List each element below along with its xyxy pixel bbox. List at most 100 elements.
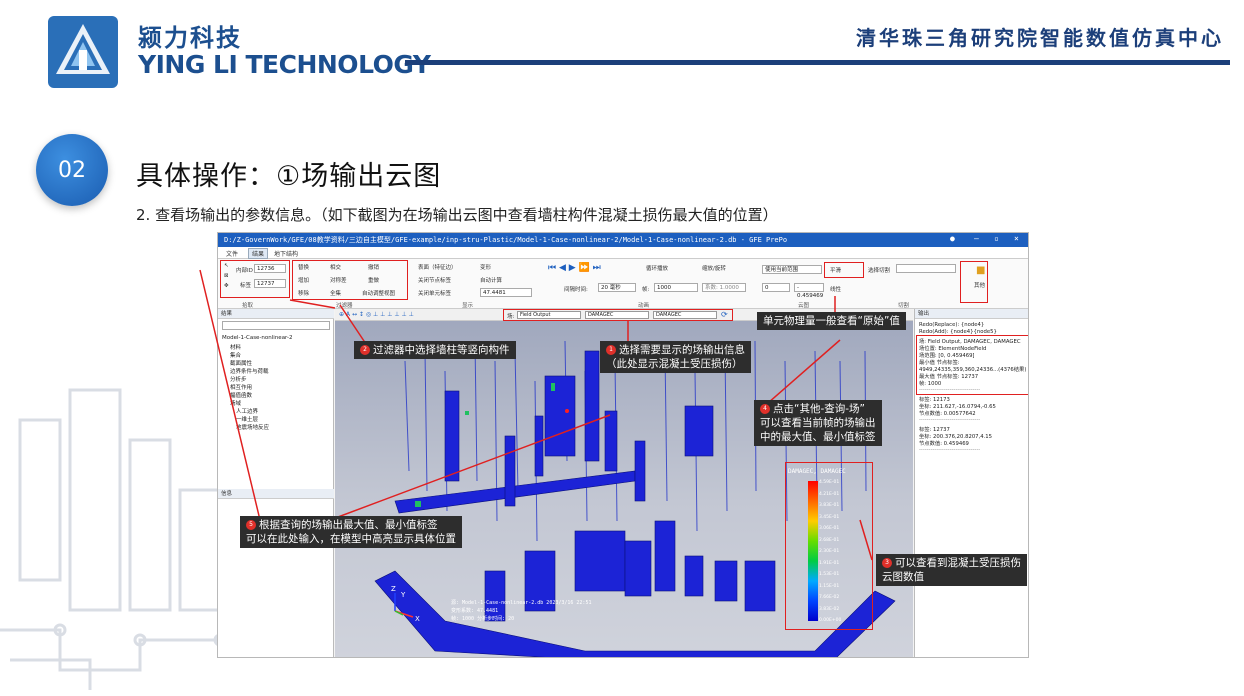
- close-node-label-button[interactable]: 关闭节点标签: [418, 278, 452, 284]
- menu-bar: 文件 结果 地下结构: [218, 247, 1028, 259]
- structure-model: ZYX: [374, 340, 896, 657]
- callout-number: 1: [606, 345, 616, 355]
- interval-label: 间隔时间:: [564, 287, 588, 293]
- legend-tick: 2.68E-01: [819, 538, 840, 543]
- legend-tick: 3.45E-01: [819, 515, 840, 520]
- interval-input[interactable]: 20 毫秒: [598, 283, 636, 292]
- smooth-button[interactable]: 平滑: [830, 268, 842, 274]
- pick-icon[interactable]: ⊠: [224, 273, 229, 279]
- tree-item-interaction[interactable]: 相互作用: [230, 385, 253, 391]
- close-icon[interactable]: ×: [1014, 234, 1019, 243]
- output-line: Redo(Replace): {node4}: [919, 322, 985, 328]
- axis-triad-icon: ZYX: [391, 585, 420, 623]
- callout-number: 3: [882, 558, 892, 568]
- pointer-icon[interactable]: ↖: [224, 263, 229, 269]
- field-output-select[interactable]: Field Output: [517, 311, 581, 319]
- tree-item-soil-layer[interactable]: 一维土层: [236, 417, 259, 423]
- component-select[interactable]: DAMAGEC: [653, 311, 717, 319]
- deform-button[interactable]: 变形: [480, 265, 492, 271]
- help-icon[interactable]: ●: [950, 234, 955, 243]
- tree-item-sets[interactable]: 集合: [230, 353, 242, 359]
- menu-underground[interactable]: 地下结构: [274, 251, 299, 258]
- cut-select[interactable]: [896, 264, 956, 273]
- menu-results[interactable]: 结果: [248, 248, 269, 259]
- tree-item-material[interactable]: 材料: [230, 345, 242, 351]
- range-max-input[interactable]: - 0.459469: [794, 283, 824, 299]
- triangle-logo-icon: [56, 24, 110, 74]
- filter-intersect-button[interactable]: 相交: [330, 265, 342, 271]
- callout-text: 点击“其他-查询-场” 可以查看当前帧的场输出 中的最大值、最小值标签: [760, 403, 876, 443]
- legend-tick: 3.83E-02: [819, 607, 840, 612]
- svg-text:Z: Z: [391, 585, 396, 593]
- frame-input[interactable]: 1000: [654, 283, 698, 292]
- other-button[interactable]: 其他: [974, 283, 986, 289]
- label-id-label: 标签: [240, 283, 252, 289]
- legend-tick: 3.83E-01: [819, 503, 840, 508]
- tree-item-site-response[interactable]: 地震场地反应: [236, 425, 270, 431]
- label-id-input[interactable]: 12737: [254, 279, 286, 288]
- menu-file[interactable]: 文件: [226, 251, 239, 258]
- range-select[interactable]: 使用当前范围: [762, 265, 822, 274]
- loop-play-button[interactable]: 循环播放: [646, 266, 669, 272]
- variable-select[interactable]: DAMAGEC: [585, 311, 649, 319]
- pan-icon[interactable]: ✥: [224, 283, 229, 289]
- pick-highlight-box: [220, 260, 290, 298]
- svg-text:Y: Y: [400, 591, 406, 599]
- smooth-highlight-box: [824, 262, 864, 278]
- filter-replace-button[interactable]: 替换: [298, 265, 310, 271]
- maximize-icon[interactable]: ▫: [994, 234, 999, 243]
- results-panel-title: 结果: [218, 309, 334, 319]
- output-divider: --------------------------------: [919, 447, 981, 453]
- deform-scale-input[interactable]: 47.4481: [480, 288, 532, 297]
- minimize-icon[interactable]: –: [974, 234, 979, 243]
- factor-input[interactable]: 系数: 1.0000: [702, 283, 746, 292]
- output-line: 最大值 节点标签: 12737: [919, 374, 979, 380]
- surface-edge-button[interactable]: 表面（特征边）: [418, 265, 457, 271]
- tree-item-field[interactable]: 场域: [230, 401, 242, 407]
- tree-item-artificial-boundary[interactable]: 人工边界: [236, 409, 259, 415]
- output-line: 标签: 12173: [919, 397, 950, 403]
- refresh-icon[interactable]: ⟳: [721, 310, 728, 319]
- zoom-rotate-checkbox[interactable]: 缩放/旋转: [702, 266, 726, 272]
- filter-group-label: 过滤器: [336, 303, 353, 309]
- tree-root[interactable]: Model-1-Case-nonlinear-2: [222, 335, 293, 341]
- viewport-info-deform: 变形系数: 47.4481: [451, 608, 499, 614]
- output-line: 标签: 12737: [919, 427, 950, 433]
- auto-fit-view-checkbox[interactable]: 自动调整视图: [362, 291, 396, 297]
- legend-tick: 2.30E-01: [819, 549, 840, 554]
- legend-tick: 3.06E-01: [819, 526, 840, 531]
- linear-button[interactable]: 线性: [830, 287, 842, 293]
- filter-redo-button[interactable]: 重做: [368, 278, 380, 284]
- display-group-label: 显示: [462, 303, 474, 309]
- filter-undo-button[interactable]: 撤销: [368, 265, 380, 271]
- filter-symdiff-button[interactable]: 对称差: [330, 278, 347, 284]
- filter-all-button[interactable]: 全集: [330, 291, 342, 297]
- animation-controls-icon[interactable]: ⏮ ◀ ▶ ⏩ ⏭: [548, 263, 601, 273]
- legend-title: DAMAGEC, DAMAGEC: [788, 468, 846, 475]
- filter-remove-button[interactable]: 移除: [298, 291, 310, 297]
- auto-calc-button[interactable]: 自动计算: [480, 278, 503, 284]
- view-tools-icon[interactable]: ⊕ A ↔ ↕ ◎ ⊥ ⊥ ⊥ ⊥ ⊥ ⊥: [339, 311, 414, 318]
- info-panel-title: 信息: [218, 489, 334, 499]
- range-min-input[interactable]: 0: [762, 283, 790, 292]
- tree-item-sections[interactable]: 截面属性: [230, 361, 253, 367]
- output-divider: --------------------------------: [919, 417, 981, 423]
- field-label: 场:: [507, 314, 515, 320]
- tree-item-bc-loads[interactable]: 边界条件与荷载: [230, 369, 269, 375]
- close-element-label-button[interactable]: 关闭单元标签: [418, 291, 452, 297]
- organization-title: 清华珠三角研究院智能数值仿真中心: [856, 26, 1224, 50]
- output-line: 节点数值: 0.00577642: [919, 411, 976, 417]
- inner-id-input[interactable]: 12736: [254, 264, 286, 273]
- company-logo: [48, 16, 118, 88]
- tree-item-amplitude[interactable]: 幅值函数: [230, 393, 253, 399]
- filter-add-button[interactable]: 增加: [298, 278, 310, 284]
- cut-select-label: 选择切割: [868, 268, 891, 274]
- callout-number: 5: [246, 520, 256, 530]
- output-line: 场位置: ElementNodeField: [919, 346, 987, 352]
- tree-search-input[interactable]: [222, 321, 330, 330]
- frame-label: 帧:: [642, 287, 650, 293]
- other-tools-icon[interactable]: ■: [976, 265, 986, 276]
- callout-text: 可以查看到混凝土受压损伤 云图数值: [882, 557, 1021, 583]
- tree-item-steps[interactable]: 分析步: [230, 377, 247, 383]
